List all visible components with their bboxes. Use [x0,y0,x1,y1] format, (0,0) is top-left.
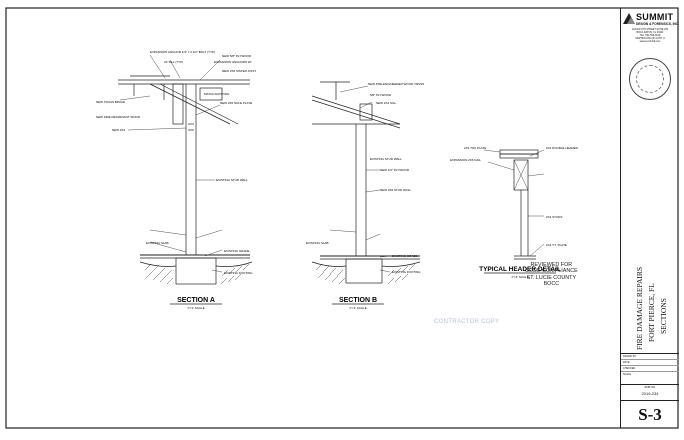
note-a-9: NEW FIRE RETARDANT WOOD [96,115,141,119]
note-a-4: EXPANSION ANCHORS W/ [214,60,252,64]
title-block: SUMMIT DESIGN & FORENSICS, INC. 123 NW 4… [620,8,679,428]
meta-row: CHECKED [621,366,679,372]
note-a-2: NEW 5/8" PLYWOOD [222,54,252,58]
meta-row: SCALE [623,373,632,376]
stamp-line-4: BOCC [543,281,560,288]
section-b-drawing [311,81,421,285]
company-address: 123 NW 4TH STREET SUITE 200 BOCA RATON, … [625,28,675,43]
header-detail-title: TYPICAL HEADER DETAIL [479,266,561,273]
sheet-number: S-3 [621,400,679,429]
section-a-drawing [118,54,253,285]
drawing-meta-table: DRAWN BY DATE CHECKED SCALE [621,353,679,385]
contractor-copy-watermark: CONTRACTOR COPY [434,319,500,325]
note-b-4: EXISTING STUD WALL [370,157,402,161]
note-b-9: EXISTING FOOTING [392,270,421,274]
header-detail-scale: 1"=1' SCALE [511,275,528,279]
job-number: 2019-234 [641,391,659,396]
note-a-8: NEW 2X6 SOLE PLATE [220,101,252,105]
note-b-6: NEW 2X6 STUD WALL [380,188,411,192]
stamp-line-2: CODE COMPLIANCE [525,268,578,275]
note-a-6: MATCH EXISTING [204,92,230,96]
address-line: BOCA RATON, FL 33432 [636,31,664,34]
mountain-icon [623,13,635,24]
sheet-border [5,7,679,429]
note-b-2: 5/8" PLYWOOD [370,93,392,97]
meta-row: DATE [621,360,679,366]
project-title-line-3: SECTIONS [659,298,668,334]
note-c-1: 2X4 TOP PLATE [464,146,486,150]
project-title: FIRE DAMAGE REPAIRS FORT PIERCE, FL SECT… [621,230,679,350]
project-title-line-2: FORT PIERCE, FL [647,283,656,342]
project-title-line-1: FIRE DAMAGE REPAIRS [635,266,644,350]
note-b-8: EXISTING GRADE [392,254,418,258]
company-tagline: DESIGN & FORENSICS, INC. [636,22,680,26]
note-a-5: NEW 2X6 SISTER JOIST [222,69,256,73]
section-a-title: SECTION A [177,297,215,304]
review-stamp: REVIEWED FOR CODE COMPLIANCE ST. LUCIE C… [525,262,578,288]
address-line: www.summitdf.com [639,40,661,43]
company-name: SUMMIT [636,12,674,22]
address-line: 123 NW 4TH STREET SUITE 200 [631,28,669,31]
engineer-seal [629,58,671,100]
job-number-label: JOB NO. [643,385,656,389]
note-a-1: EXPANSION ANCHOR 1/4" x 3 1/2" BOLT (TYP… [150,50,215,54]
note-a-10: NEW 2X4 [112,128,126,132]
note-a-14: EXISTING FOOTING [224,271,253,275]
note-a-13: EXISTING GRADE [224,249,250,253]
note-c-4: 2X4 STUDS [546,215,562,219]
note-a-11: EXISTING STUD WALL [216,178,248,182]
note-c-5: 2X4 T.T. PLATE [546,243,567,247]
meta-row: DRAWN BY [621,354,679,360]
note-a-12: EXISTING SLAB [146,241,169,245]
address-line: TEL: 561-555-0199 [639,34,661,37]
job-number-box: JOB NO. 2019-234 [621,384,679,401]
note-c-3: 2X4 DOUBLE HEADER [546,146,579,150]
note-a-7: NEW TRUSS BRACE [96,100,125,104]
header-detail-drawing [483,149,545,260]
note-b-7: EXISTING SLAB [306,241,329,245]
stamp-line-1: REVIEWED FOR [530,262,573,268]
section-a-scale: 1"=1' SCALE [187,306,204,310]
note-b-1: NEW PRE-ENGINEERED WOOD TRUSS [368,82,424,86]
note-b-5: NEW 1/2" PLYWOOD [380,168,410,172]
note-b-3: NEW 2X4 SILL [376,101,397,105]
note-a-3: 2X SILL (TYP) [164,60,183,64]
section-b-title: SECTION B [339,297,377,304]
note-c-2: EXPANSION 2X6 NAIL [450,158,481,162]
section-b-scale: 1"=1' SCALE [349,306,366,310]
stamp-line-3: ST. LUCIE COUNTY [526,274,577,281]
address-line: CERTIFICATE OF AUTH. # [635,37,665,40]
